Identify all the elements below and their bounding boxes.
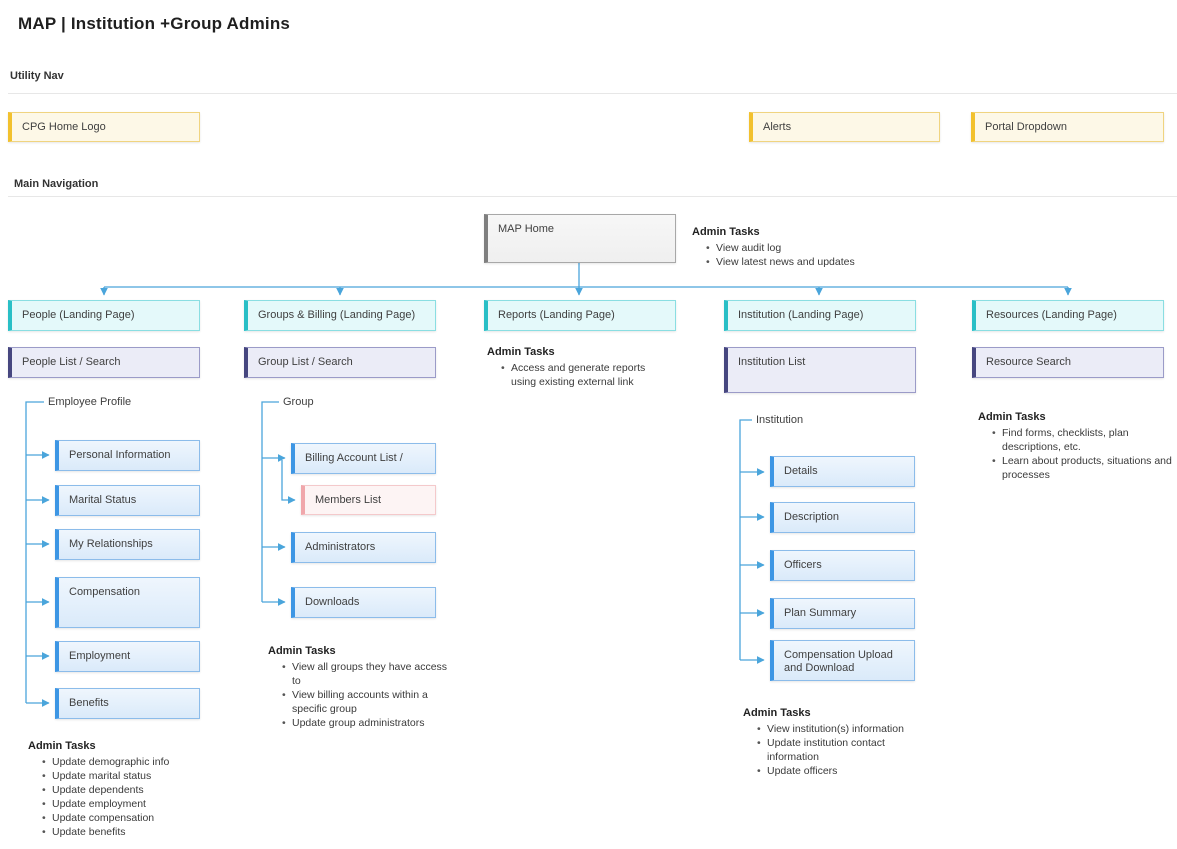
node-resource-search[interactable]: Resource Search	[972, 347, 1164, 378]
admin-tasks-groups: Admin Tasks View all groups they have ac…	[268, 645, 453, 730]
node-institution-list[interactable]: Institution List	[724, 347, 916, 393]
admin-tasks-heading: Admin Tasks	[487, 346, 555, 358]
admin-tasks-reports: Admin Tasks Access and generate reports …	[487, 346, 667, 389]
task-item: Update employment	[42, 797, 243, 811]
task-item: Update benefits	[42, 825, 243, 839]
node-marital-status[interactable]: Marital Status	[55, 485, 200, 516]
node-downloads[interactable]: Downloads	[291, 587, 436, 618]
admin-tasks-people: Admin Tasks Update demographic info Upda…	[28, 740, 243, 839]
task-item: Update compensation	[42, 811, 243, 825]
task-item: Update marital status	[42, 769, 243, 783]
utility-nav-section-label: Utility Nav	[10, 70, 64, 82]
node-compensation[interactable]: Compensation	[55, 577, 200, 628]
task-item: Find forms, checklists, plan description…	[992, 426, 1173, 454]
node-personal-information[interactable]: Personal Information	[55, 440, 200, 471]
task-item: View billing accounts within a specific …	[282, 688, 453, 716]
node-map-home[interactable]: MAP Home	[484, 214, 676, 263]
node-administrators[interactable]: Administrators	[291, 532, 436, 563]
admin-tasks-heading: Admin Tasks	[743, 707, 811, 719]
task-item: Update group administrators	[282, 716, 453, 730]
task-item: Update officers	[757, 764, 923, 778]
page-title: MAP | Institution +Group Admins	[18, 14, 291, 33]
admin-tasks-heading: Admin Tasks	[268, 645, 336, 657]
main-nav-divider	[8, 196, 1177, 197]
node-my-relationships[interactable]: My Relationships	[55, 529, 200, 560]
branch-label-institution: Institution	[756, 414, 804, 426]
utility-node-cpg-home-logo[interactable]: CPG Home Logo	[8, 112, 200, 142]
utility-nav-divider	[8, 93, 1177, 94]
task-item: Access and generate reports using existi…	[501, 361, 667, 389]
utility-node-alerts[interactable]: Alerts	[749, 112, 940, 142]
task-item: Update demographic info	[42, 755, 243, 769]
task-item: View all groups they have access to	[282, 660, 453, 688]
node-reports-landing[interactable]: Reports (Landing Page)	[484, 300, 676, 331]
node-description[interactable]: Description	[770, 502, 915, 533]
branch-label-employee-profile: Employee Profile	[48, 396, 132, 408]
task-item: View latest news and updates	[706, 255, 892, 269]
branch-label-group: Group	[283, 396, 314, 408]
admin-tasks-heading: Admin Tasks	[978, 411, 1046, 423]
node-institution-landing[interactable]: Institution (Landing Page)	[724, 300, 916, 331]
node-benefits[interactable]: Benefits	[55, 688, 200, 719]
task-item: View audit log	[706, 241, 892, 255]
task-item: Learn about products, situations and pro…	[992, 454, 1173, 482]
admin-tasks-heading: Admin Tasks	[692, 226, 760, 238]
node-people-list-search[interactable]: People List / Search	[8, 347, 200, 378]
admin-tasks-institution: Admin Tasks View institution(s) informat…	[743, 707, 923, 778]
node-group-list-search[interactable]: Group List / Search	[244, 347, 436, 378]
node-officers[interactable]: Officers	[770, 550, 915, 581]
task-item: View institution(s) information	[757, 722, 923, 736]
task-item: Update institution contact information	[757, 736, 923, 764]
utility-node-portal-dropdown[interactable]: Portal Dropdown	[971, 112, 1164, 142]
node-employment[interactable]: Employment	[55, 641, 200, 672]
main-nav-section-label: Main Navigation	[14, 178, 99, 190]
node-plan-summary[interactable]: Plan Summary	[770, 598, 915, 629]
node-details[interactable]: Details	[770, 456, 915, 487]
node-compensation-upload-download[interactable]: Compensation Upload and Download	[770, 640, 915, 681]
admin-tasks-map-home: Admin Tasks View audit log View latest n…	[692, 226, 892, 269]
node-members-list[interactable]: Members List	[301, 485, 436, 515]
node-people-landing[interactable]: People (Landing Page)	[8, 300, 200, 331]
node-groups-billing-landing[interactable]: Groups & Billing (Landing Page)	[244, 300, 436, 331]
task-item: Update dependents	[42, 783, 243, 797]
node-resources-landing[interactable]: Resources (Landing Page)	[972, 300, 1164, 331]
admin-tasks-heading: Admin Tasks	[28, 740, 96, 752]
admin-tasks-resources: Admin Tasks Find forms, checklists, plan…	[978, 411, 1173, 482]
node-billing-account-list[interactable]: Billing Account List /	[291, 443, 436, 474]
